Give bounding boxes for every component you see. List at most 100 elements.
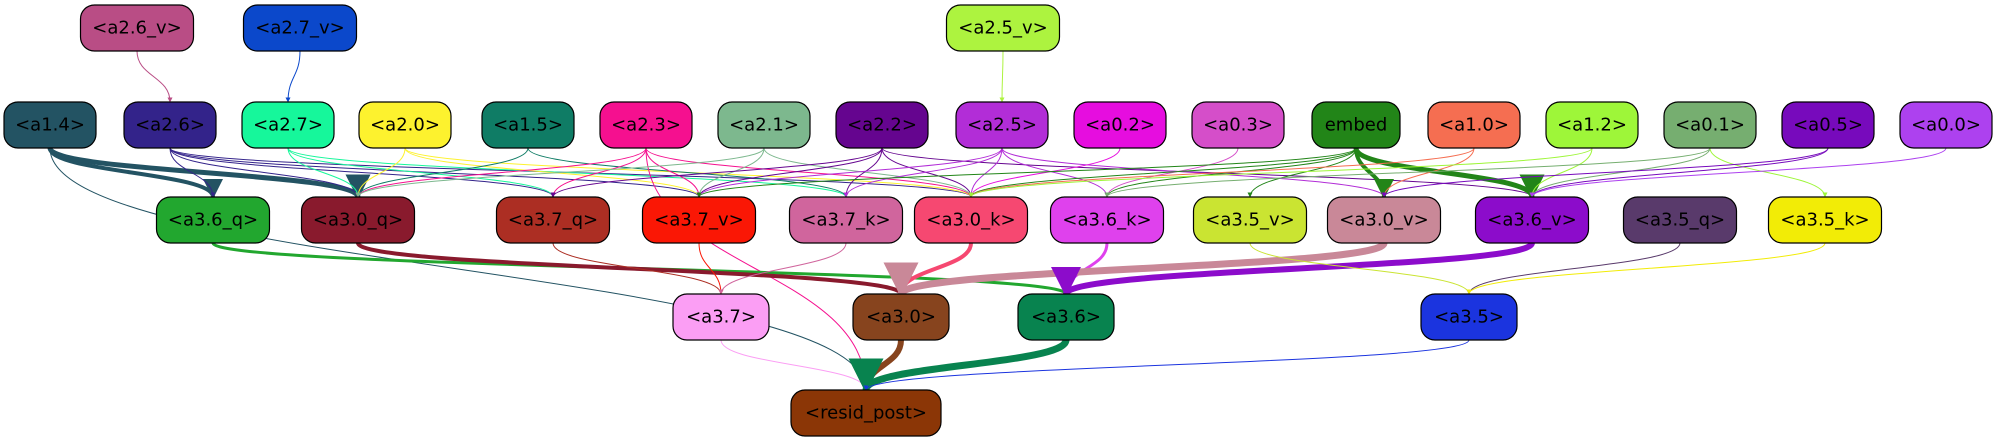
node-box [1073,101,1167,149]
node-a3-5-v: <a3.5_v> [1192,196,1308,244]
node-box [1326,196,1442,244]
node-label: <a2.5> [967,115,1037,136]
edge-a3_6-to-resid_post [848,338,1070,394]
edge-a2_5_v-to-a2_5 [999,50,1005,103]
node-label: <a3.0_k> [926,210,1015,231]
node-label: <a3.6_k> [1062,210,1151,231]
node-label: <a3.6_q> [168,210,258,231]
edge-a2_2-to-a3_7_q [550,147,883,198]
edge-a2_6-to-a3_6_q [169,147,216,198]
edge-a0_5-to-a3_0_v [1381,147,1829,198]
edge-a1_2-to-a3_0_k [968,147,1593,198]
node-a0-2: <a0.2> [1073,101,1167,149]
edge-embed-to-a3_0_k [968,147,1357,198]
node-a1-4: <a1.4> [3,101,97,149]
node-a2-7-v: <a2.7_v> [242,4,358,52]
edge-a2_3-to-a3_0_k [645,147,974,198]
node-label: <a1.4> [15,115,85,136]
edge-a2_0-to-a3_7_v [404,147,702,198]
node-box [1017,293,1115,341]
node-a3-0-q: <a3.0_q> [300,196,416,244]
node-label: <a0.0> [1911,115,1981,136]
edge-a2_5-to-a3_6_k [1001,147,1110,198]
node-box [1420,293,1518,341]
node-label: <a0.5> [1793,115,1863,136]
node-a3-6: <a3.6> [1017,293,1115,341]
node-box [242,4,358,52]
node-label: <a3.6> [1031,307,1101,328]
edge-a2_0-to-a3_0_q [355,147,406,198]
edge-a2_3-to-a3_7_v [645,147,702,198]
edge-a0_2-to-a3_0_k [968,147,1121,198]
edge-a1_0-to-a3_0_v [1381,147,1475,198]
node-box [1311,101,1401,149]
node-box [788,196,904,244]
edge-a3_5_q-to-a3_5 [1466,242,1681,295]
node-box [599,101,693,149]
node-box [835,101,929,149]
node-box [358,101,452,149]
node-label: <a2.3> [611,115,681,136]
edge-a3_7_k-to-a3_7 [718,242,847,295]
edge-a3_0_q-to-a3_0 [356,241,911,296]
node-a3-0: <a3.0> [852,293,950,341]
node-label: <a0.2> [1085,115,1155,136]
node-a0-5: <a0.5> [1781,101,1875,149]
edge-a2_6-to-a3_0_q [169,147,361,198]
edge-a2_7-to-a3_7_q [287,147,556,198]
node-label: <a3.5_q> [1635,210,1725,231]
node-box [1192,196,1308,244]
node-box [1767,196,1883,244]
edge-a2_5-to-a3_0_k [968,147,1003,198]
node-label: <a2.2> [847,115,917,136]
node-a0-3: <a0.3> [1191,101,1285,149]
node-box [1622,196,1738,244]
node-a1-5: <a1.5> [481,101,575,149]
node-label: <a2.6> [135,115,205,136]
edge-a2_6-to-a3_7_v [169,147,702,198]
node-a3-6-k: <a3.6_k> [1049,196,1165,244]
node-label: embed [1325,115,1388,136]
node-a3-0-v: <a3.0_v> [1326,196,1442,244]
node-label: <a3.0> [866,307,936,328]
edge-a0_3-to-a3_6_k [1104,147,1239,198]
edge-a1_5-to-a3_0_q [355,147,529,198]
node-box [945,4,1061,52]
edge-a3_5_k-to-a3_5 [1466,242,1826,295]
edge-a3_6_v-to-a3_6 [1051,240,1535,297]
node-resid-post: <resid_post> [790,389,942,437]
node-box [1474,196,1590,244]
edge-a2_5-to-a3_7_v [696,147,1003,198]
node-a0-0: <a0.0> [1899,101,1993,149]
node-label: <a2.1> [729,115,799,136]
edge-embed-to-a3_6_v [1353,146,1545,200]
edge-a2_2-to-a3_7_k [843,147,883,198]
node-box [913,196,1029,244]
edge-a1_5-to-a3_7_k [527,147,849,198]
edge-a2_3-to-a3_0_q [355,147,647,198]
node-box [1899,101,1993,149]
node-a3-5-q: <a3.5_q> [1622,196,1738,244]
node-a1-2: <a1.2> [1545,101,1639,149]
node-a3-7-v: <a3.7_v> [641,196,757,244]
node-label: <a0.3> [1203,115,1273,136]
edge-a2_1-to-a3_0_q [355,147,765,198]
node-box [1191,101,1285,149]
node-a3-7-k: <a3.7_k> [788,196,904,244]
edge-a0_1-to-a3_6_v [1529,147,1711,198]
edge-a2_2-to-a3_7_v [696,147,883,198]
node-a3-6-v: <a3.6_v> [1474,196,1590,244]
node-label: <a3.7_q> [508,210,598,231]
node-label: <a2.7_v> [255,18,344,39]
edges-layer [47,50,1947,394]
node-box [155,196,271,244]
node-a2-6-v: <a2.6_v> [79,4,195,52]
edge-a0_5-to-a3_6_v [1529,147,1829,198]
edge-a2_3-to-a3_7_q [550,147,647,198]
node-box [241,101,335,149]
node-label: <a0.1> [1675,115,1745,136]
node-box [1049,196,1165,244]
edge-a1_0-to-a3_0_k [968,147,1475,198]
node-label: <a1.2> [1557,115,1627,136]
